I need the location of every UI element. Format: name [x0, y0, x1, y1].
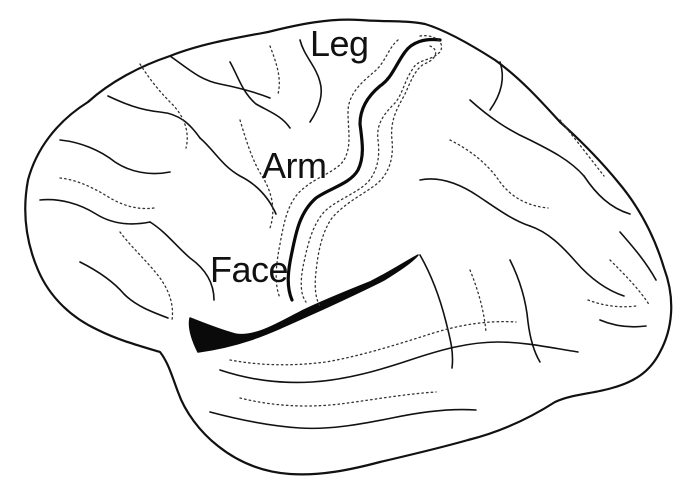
leg-label: Leg [310, 23, 369, 64]
face-label: Face [210, 249, 288, 290]
brain-outline [25, 20, 671, 475]
arm-label: Arm [262, 145, 327, 186]
